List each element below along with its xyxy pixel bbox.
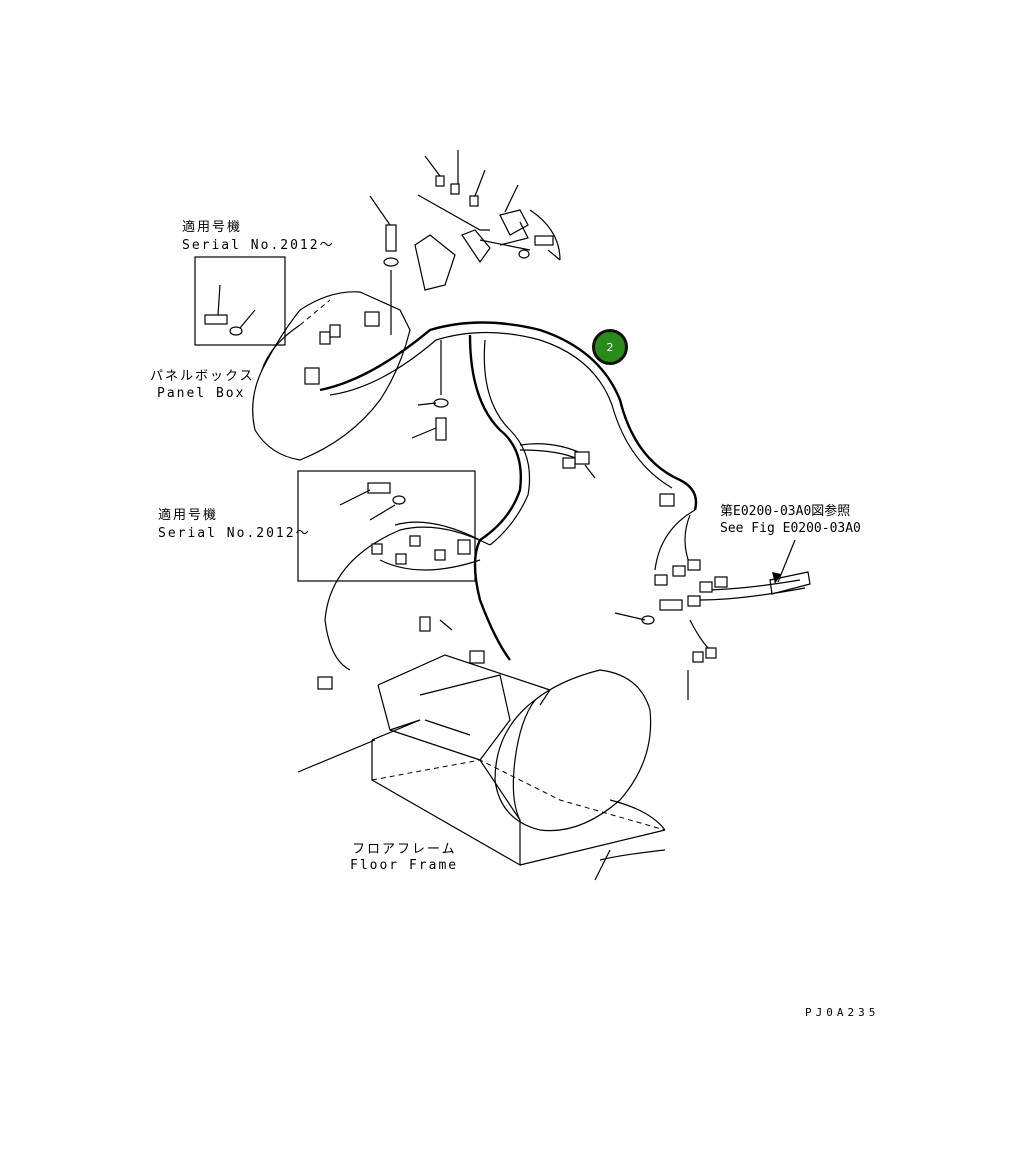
panel-box-housing xyxy=(252,291,411,461)
see-fig-label-jp: 第E0200-03A0図参照 xyxy=(720,504,851,519)
floor-frame xyxy=(371,654,666,881)
main-harness xyxy=(319,321,806,671)
top-brackets xyxy=(414,175,561,291)
serial-label-en-upper: Serial No.2012～ xyxy=(182,238,335,253)
drawing-code: PJ0A235 xyxy=(805,1006,880,1019)
leader-lines xyxy=(217,150,796,773)
harness-end-tube xyxy=(769,571,811,595)
detail-box-lower xyxy=(297,470,476,582)
see-fig-label-en: See Fig E0200-03A0 xyxy=(720,521,861,536)
serial-label-jp-lower: 適用号機 xyxy=(158,508,219,523)
panel-box-label-en: Panel Box xyxy=(157,386,246,401)
detail-box-upper xyxy=(194,256,286,346)
floor-frame-label-en: Floor Frame xyxy=(350,858,459,873)
bolts-and-washers xyxy=(204,224,683,632)
connectors xyxy=(304,311,728,690)
panel-box-label-jp: パネルボックス xyxy=(150,369,255,384)
serial-label-en-lower: Serial No.2012～ xyxy=(158,526,311,541)
floor-frame-label-jp: フロアフレーム xyxy=(352,842,457,857)
callout-badge-2[interactable]: 2 xyxy=(592,329,628,365)
serial-label-jp-upper: 適用号機 xyxy=(182,220,243,235)
seat xyxy=(479,669,652,832)
